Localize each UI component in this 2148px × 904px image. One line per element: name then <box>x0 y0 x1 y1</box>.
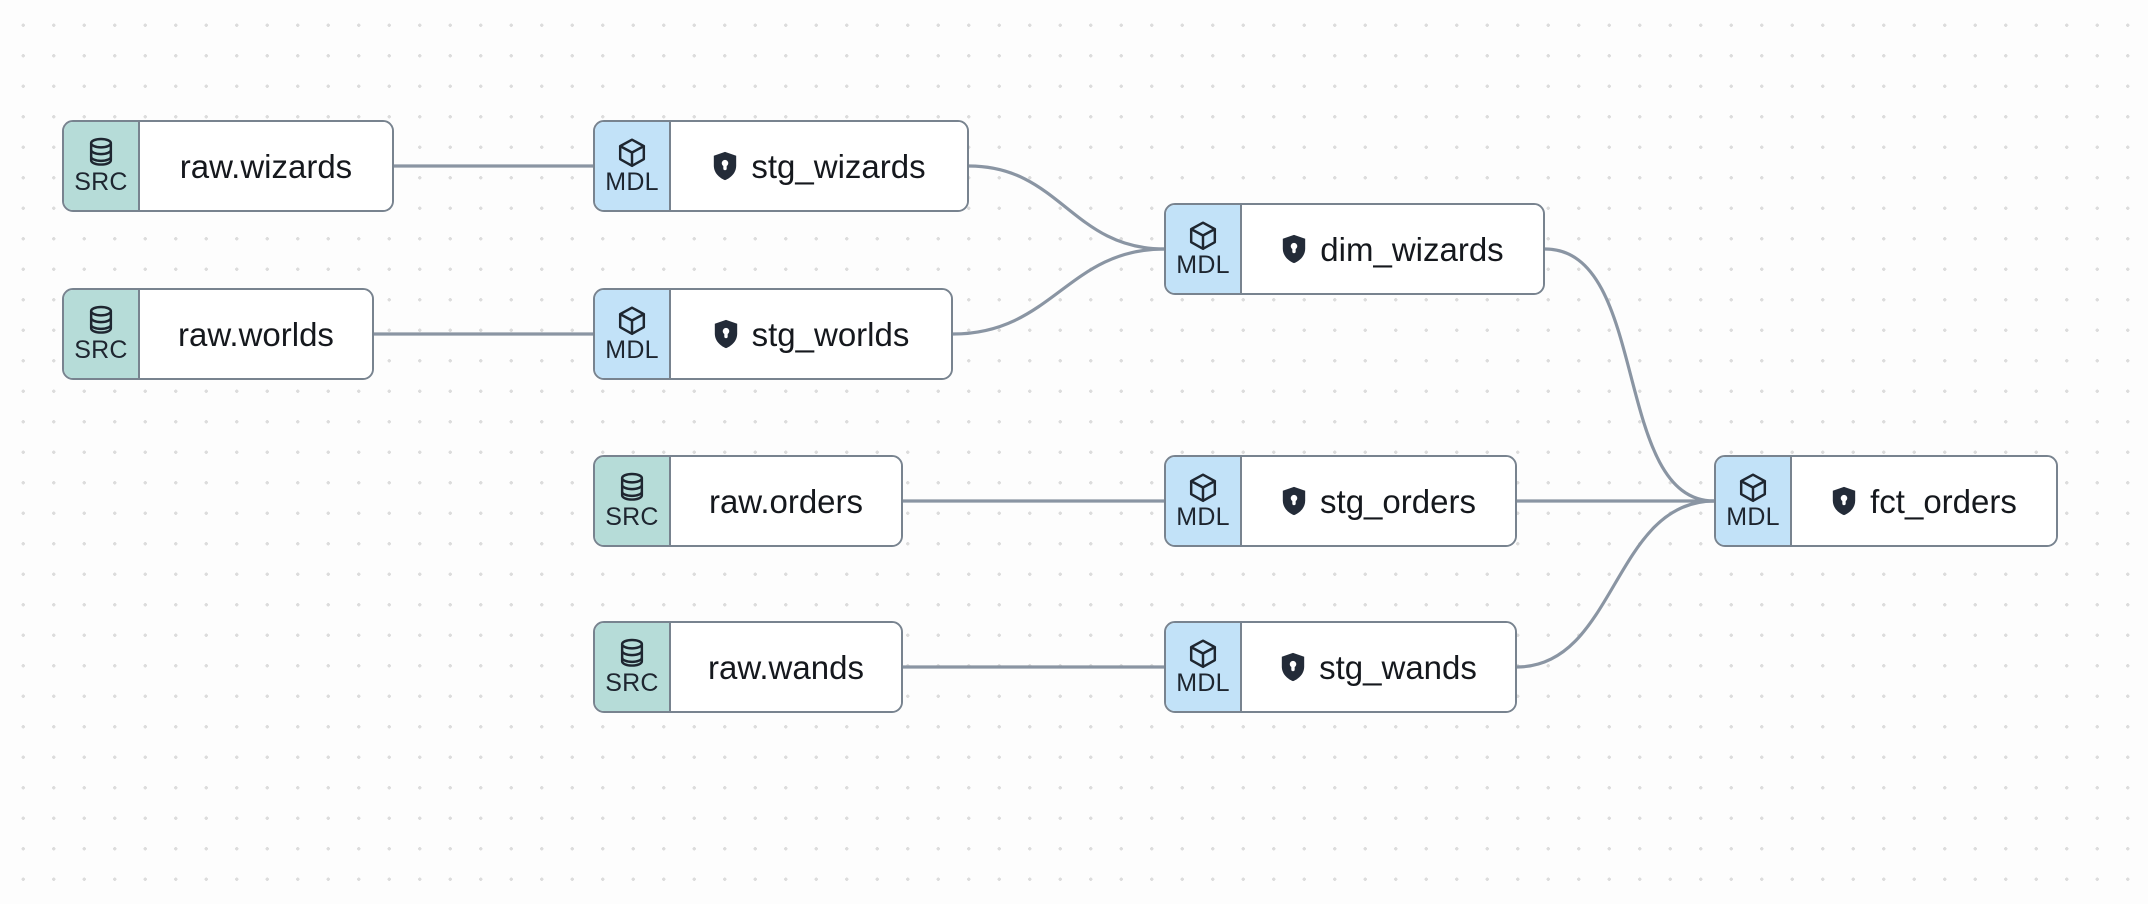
node-body: raw.worlds <box>140 290 372 378</box>
node-badge-label: SRC <box>605 669 659 697</box>
node-raw-orders[interactable]: SRC raw.orders <box>593 455 903 547</box>
node-badge-source: SRC <box>64 290 140 378</box>
node-body: stg_worlds <box>671 290 951 378</box>
node-badge-source: SRC <box>595 623 671 711</box>
node-badge-label: MDL <box>1176 251 1230 279</box>
node-label: dim_wizards <box>1320 230 1504 268</box>
node-badge-source: SRC <box>595 457 671 545</box>
shield-lock-icon <box>1281 486 1307 516</box>
database-icon <box>86 137 116 169</box>
node-label: stg_wizards <box>751 147 926 185</box>
node-body: raw.wands <box>671 623 901 711</box>
node-badge-label: SRC <box>605 503 659 531</box>
cube-icon <box>616 305 648 337</box>
shield-lock-icon <box>1280 652 1306 682</box>
node-badge-label: MDL <box>605 336 659 364</box>
node-badge-label: MDL <box>1726 503 1780 531</box>
node-label: raw.worlds <box>178 315 334 353</box>
node-raw-wands[interactable]: SRC raw.wands <box>593 621 903 713</box>
node-label: raw.orders <box>708 482 864 520</box>
node-badge-label: MDL <box>1176 503 1230 531</box>
node-badge-label: SRC <box>74 336 128 364</box>
node-badge-model: MDL <box>1166 457 1242 545</box>
edge-dim-wizards-to-fct-orders <box>1543 247 1716 503</box>
database-icon <box>617 638 647 670</box>
node-badge-label: SRC <box>74 168 128 196</box>
node-stg-orders[interactable]: MDL stg_orders <box>1164 455 1517 547</box>
node-dim-wizards[interactable]: MDL dim_wizards <box>1164 203 1545 295</box>
node-body: dim_wizards <box>1242 205 1543 293</box>
cube-icon <box>1187 220 1219 252</box>
shield-lock-icon <box>1831 486 1857 516</box>
node-badge-source: SRC <box>64 122 140 210</box>
node-stg-wands[interactable]: MDL stg_wands <box>1164 621 1517 713</box>
node-badge-model: MDL <box>595 290 671 378</box>
node-badge-label: MDL <box>605 168 659 196</box>
node-label: stg_worlds <box>751 315 910 353</box>
shield-lock-icon <box>713 319 739 349</box>
cube-icon <box>1187 472 1219 504</box>
node-body: fct_orders <box>1792 457 2056 545</box>
node-body: raw.orders <box>671 457 901 545</box>
node-body: raw.wizards <box>140 122 392 210</box>
node-body: stg_wands <box>1242 623 1515 711</box>
node-badge-model: MDL <box>1166 205 1242 293</box>
node-label: stg_orders <box>1320 482 1476 520</box>
edge-stg-wands-to-fct-orders <box>1515 499 1716 669</box>
node-body: stg_wizards <box>671 122 967 210</box>
edge-stg-worlds-to-dim-wizards <box>951 247 1166 336</box>
node-badge-model: MDL <box>1166 623 1242 711</box>
node-body: stg_orders <box>1242 457 1515 545</box>
shield-lock-icon <box>1281 234 1307 264</box>
node-stg-worlds[interactable]: MDL stg_worlds <box>593 288 953 380</box>
node-fct-orders[interactable]: MDL fct_orders <box>1714 455 2058 547</box>
node-stg-wizards[interactable]: MDL stg_wizards <box>593 120 969 212</box>
node-label: fct_orders <box>1870 482 2017 520</box>
node-raw-worlds[interactable]: SRC raw.worlds <box>62 288 374 380</box>
node-label: raw.wands <box>708 648 864 686</box>
cube-icon <box>1737 472 1769 504</box>
database-icon <box>617 472 647 504</box>
cube-icon <box>616 137 648 169</box>
cube-icon <box>1187 638 1219 670</box>
node-badge-label: MDL <box>1176 669 1230 697</box>
node-badge-model: MDL <box>595 122 671 210</box>
node-raw-wizards[interactable]: SRC raw.wizards <box>62 120 394 212</box>
node-label: stg_wands <box>1319 648 1477 686</box>
edge-stg-wizards-to-dim-wizards <box>967 164 1166 251</box>
database-icon <box>86 305 116 337</box>
node-badge-model: MDL <box>1716 457 1792 545</box>
shield-lock-icon <box>712 151 738 181</box>
node-label: raw.wizards <box>179 147 353 185</box>
